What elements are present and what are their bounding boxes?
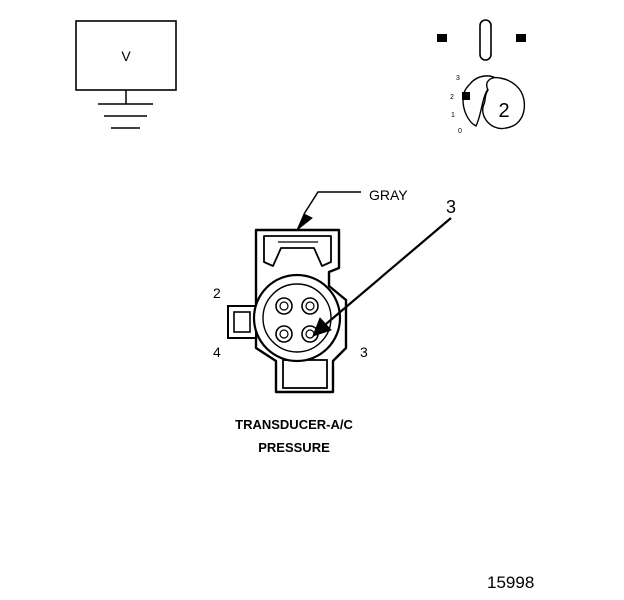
probe-pin-label: 3 — [446, 197, 456, 217]
connector-top-latch — [263, 235, 332, 267]
cavity-top-left — [275, 297, 293, 315]
connector: 2 4 3 — [213, 228, 368, 394]
color-label: GRAY — [369, 187, 408, 203]
probe-callout: 3 — [312, 197, 456, 337]
cavity-label-3: 3 — [360, 344, 368, 360]
connector-side-tab — [227, 305, 257, 339]
probe-lead — [325, 217, 452, 325]
meter-tick-1: 1 — [451, 112, 455, 119]
connector-face-inner — [262, 283, 332, 353]
probe-arrowhead — [312, 317, 332, 337]
cavity-label-2: 2 — [213, 285, 221, 301]
connector-name-line2: PRESSURE — [258, 440, 330, 455]
voltmeter: V — [75, 20, 177, 129]
selector-position-label: 2 — [498, 100, 509, 122]
meter-tick-0: 0 — [458, 128, 462, 135]
cavity-label-4: 4 — [213, 344, 221, 360]
meter-tick-2: 2 — [450, 94, 454, 101]
meter-jack-left — [437, 34, 447, 42]
selector-knob — [481, 76, 526, 130]
voltmeter-label: V — [121, 48, 131, 64]
meter-jack-right — [516, 34, 526, 42]
color-leader-line — [303, 191, 361, 215]
meter-tick-3: 3 — [456, 75, 460, 82]
color-leader-arrowhead — [296, 213, 313, 231]
color-callout: GRAY — [296, 187, 408, 231]
cavity-top-right — [301, 297, 319, 315]
meter-jack-center — [479, 19, 492, 61]
connector-face-outer — [252, 273, 342, 363]
figure-number: 15998 — [487, 573, 534, 592]
cavity-bottom-left — [275, 325, 293, 343]
connector-name-line1: TRANSDUCER-A/C — [235, 417, 353, 432]
connector-side-tab-inner — [233, 311, 251, 333]
selector-pointer — [462, 92, 470, 100]
meter-selector-icon: 3 2 1 0 2 — [437, 19, 526, 135]
